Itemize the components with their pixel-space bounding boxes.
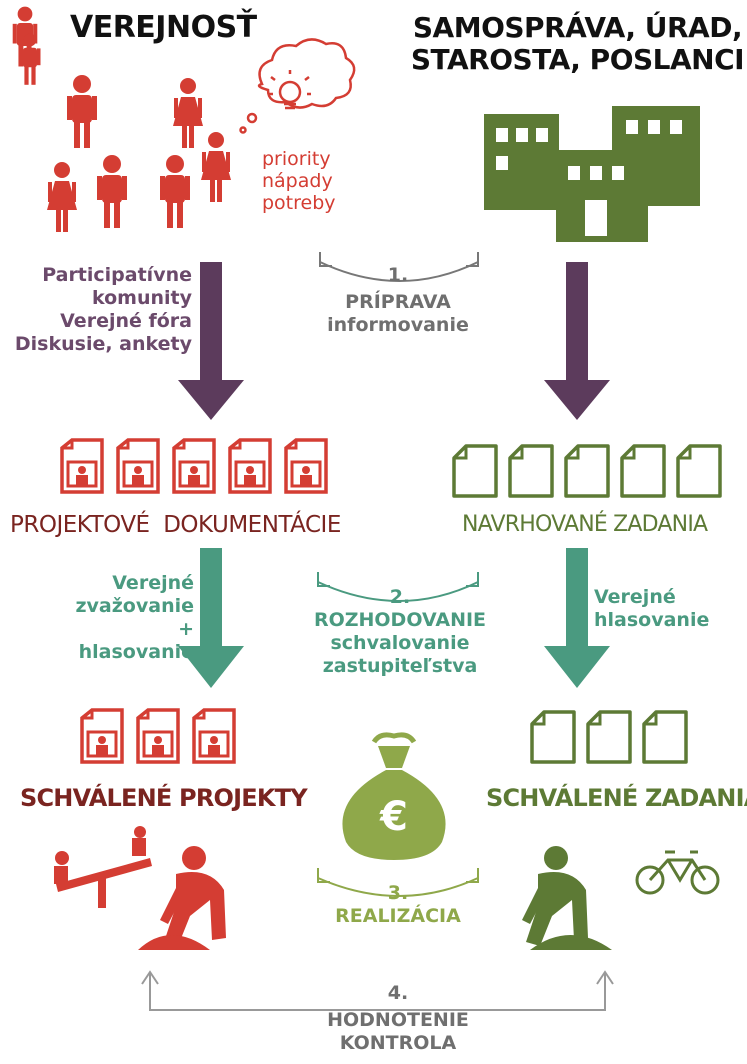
thought-bubble-text: priority nápady potreby <box>262 148 336 214</box>
approved-projects-icons <box>80 708 236 764</box>
thought-line: priority <box>262 148 331 170</box>
purple-arrows-icon <box>178 262 610 420</box>
buildings-icon <box>484 106 700 242</box>
vote-line: zvažovanie <box>75 595 194 617</box>
channel-line: Participatívne <box>42 264 192 286</box>
step-line: informovanie <box>327 314 469 336</box>
thought-line: potreby <box>262 192 336 214</box>
step2-text: 2. ROZHODOVANIE schvalovanie zastupiteľs… <box>310 586 490 678</box>
money-bag-icon: € <box>342 732 446 860</box>
step-line: REALIZÁCIA <box>335 905 461 927</box>
vote-line: + hlasovanie <box>78 618 194 663</box>
public-channels-text: Participatívne komunity Verejné fóra Dis… <box>0 264 192 356</box>
step3-arrow-icon <box>317 868 479 897</box>
step-line: schvalovanie <box>330 632 470 654</box>
channel-line: komunity <box>91 287 192 309</box>
bicycle-icon <box>635 850 720 895</box>
step-line: ROZHODOVANIE <box>313 609 487 631</box>
step-number: 4. <box>387 982 409 1004</box>
family-icon <box>12 6 231 232</box>
approved-tasks-label: SCHVÁLENÉ ZADANIA <box>486 784 747 812</box>
government-header: SAMOSPRÁVA, ÚRAD, STAROSTA, POSLANCI <box>410 12 745 76</box>
step-number: 1. <box>387 264 409 286</box>
project-docs-label: PROJEKTOVÉ DOKUMENTÁCIE <box>10 512 341 538</box>
proposed-tasks-icons <box>452 444 722 498</box>
step3-text: 3. REALIZÁCIA <box>318 882 478 928</box>
step-number: 2. <box>389 586 411 608</box>
evaluation-arrow-icon <box>141 970 614 1011</box>
thought-line: nápady <box>262 170 333 192</box>
vote-line: Verejné <box>112 572 194 594</box>
public-header: VEREJNOSŤ <box>70 10 257 45</box>
step-line: PRÍPRAVA <box>345 291 451 313</box>
vote-line: Verejné <box>594 586 676 608</box>
vote-line: hlasovanie <box>594 609 710 631</box>
step-line: KONTROLA <box>339 1032 457 1054</box>
gov-vote-text: Verejné hlasovanie <box>594 586 724 632</box>
step-number: 3. <box>387 882 409 904</box>
svg-text:€: € <box>379 794 408 840</box>
teal-arrows-icon <box>178 548 610 688</box>
thought-bubble-icon <box>239 38 356 134</box>
olive-worker-icon <box>522 846 612 950</box>
step-line: zastupiteľstva <box>322 655 478 677</box>
step4-text: 4. HODNOTENIE KONTROLA <box>300 982 496 1055</box>
project-docs-icons <box>60 438 328 494</box>
red-worker-icon <box>138 846 226 950</box>
public-vote-text: Verejné zvažovanie + hlasovanie <box>60 572 194 664</box>
step-line: HODNOTENIE <box>327 1009 469 1031</box>
channel-line: Diskusie, ankety <box>14 333 192 355</box>
seesaw-icon <box>54 826 152 908</box>
approved-projects-label: SCHVÁLENÉ PROJEKTY <box>20 784 308 812</box>
proposed-tasks-label: NAVRHOVANÉ ZADANIA <box>462 512 708 537</box>
step2-arrow-icon <box>317 572 479 602</box>
approved-tasks-icons <box>530 710 688 764</box>
channel-line: Verejné fóra <box>60 310 192 332</box>
government-header-line1: SAMOSPRÁVA, ÚRAD, <box>412 11 743 44</box>
government-header-line2: STAROSTA, POSLANCI <box>410 43 745 76</box>
step1-text: 1. PRÍPRAVA informovanie <box>318 264 478 337</box>
step1-arrow-icon <box>319 252 479 282</box>
